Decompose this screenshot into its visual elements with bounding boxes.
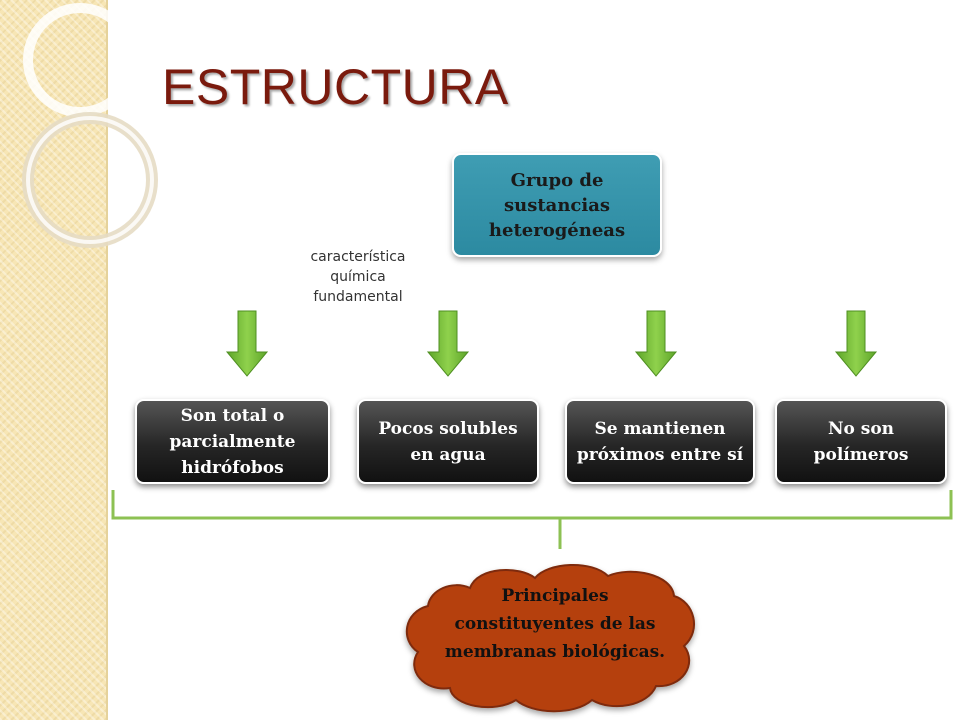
cloud-shape: [405, 564, 695, 713]
arrow-3: [634, 310, 678, 377]
slide-title: ESTRUCTURA: [162, 59, 509, 115]
arrow-1: [225, 310, 269, 377]
ring-middle-highlight: [26, 116, 154, 244]
arrow-4: [834, 310, 878, 377]
ring-top: [23, 3, 137, 117]
feature-box-solubility: Pocos solubles en agua: [357, 399, 539, 484]
feature-box-proximity: Se mantienen próximos entre sí: [565, 399, 755, 484]
cloud-conclusion-text: Principales constituyentes de las membra…: [444, 586, 666, 662]
feature-box-polymers: No son polímeros: [775, 399, 947, 484]
grouping-bracket: [111, 490, 953, 520]
feature-box-hydrophobic: Son total o parcialmente hidrófobos: [135, 399, 330, 484]
decorative-rings: [22, 3, 158, 248]
arrow-2: [426, 310, 470, 377]
annotation-label: característica química fundamental: [310, 249, 406, 305]
top-concept-box: Grupo de sustancias heterogéneas: [452, 153, 662, 257]
